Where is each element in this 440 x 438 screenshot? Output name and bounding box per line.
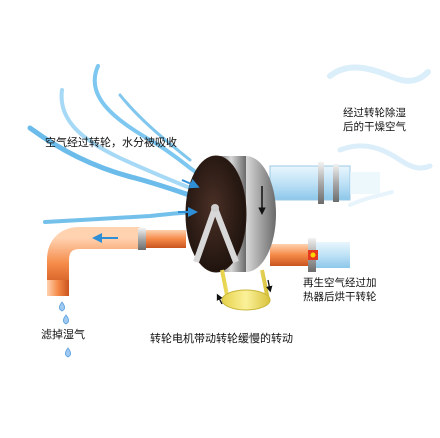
- wind-stream-icon: [327, 64, 431, 84]
- wind-stream-icon: [348, 190, 394, 207]
- label-motor: 转轮电机带动转轮缓慢的转动: [150, 332, 293, 345]
- process-air-streams: [27, 64, 208, 224]
- wind-stream-icon: [92, 64, 207, 180]
- direction-arrow-icon: [266, 279, 273, 293]
- wind-stream-icon: [43, 210, 202, 224]
- direction-arrow-icon: [181, 179, 200, 189]
- label-regen-line1: 再生空气经过加: [303, 277, 377, 289]
- water-drop-icon: [58, 301, 66, 312]
- wind-stream-icon: [337, 143, 433, 171]
- wind-stream-icon: [59, 88, 202, 194]
- water-drop-icon: [64, 347, 72, 358]
- label-dry-air-line1: 经过转轮除湿: [343, 107, 406, 119]
- moisture-drops: [58, 301, 72, 358]
- inlet-arrows: [178, 179, 200, 217]
- motor-icon: [221, 289, 271, 311]
- wind-stream-icon: [27, 125, 208, 203]
- direction-arrow-icon: [216, 293, 223, 305]
- dry-air-outlet-pipe: [269, 162, 380, 204]
- wet-air-exhaust-pipe: [47, 227, 186, 296]
- drive-belt: [216, 269, 273, 311]
- water-drop-icon: [62, 314, 70, 325]
- label-filter-wet: 滤掉湿气: [41, 328, 85, 341]
- label-air-through-wheel: 空气经过转轮，水分被吸收: [45, 136, 177, 149]
- dry-air-streams: [327, 64, 433, 207]
- desiccant-wheel: [185, 155, 276, 273]
- label-dry-air-line2: 后的干燥空气: [343, 121, 406, 133]
- wind-stream-icon: [118, 93, 192, 162]
- label-regen-line2: 热器后烘干转轮: [303, 291, 377, 303]
- regen-inlet-pipe: [270, 238, 350, 272]
